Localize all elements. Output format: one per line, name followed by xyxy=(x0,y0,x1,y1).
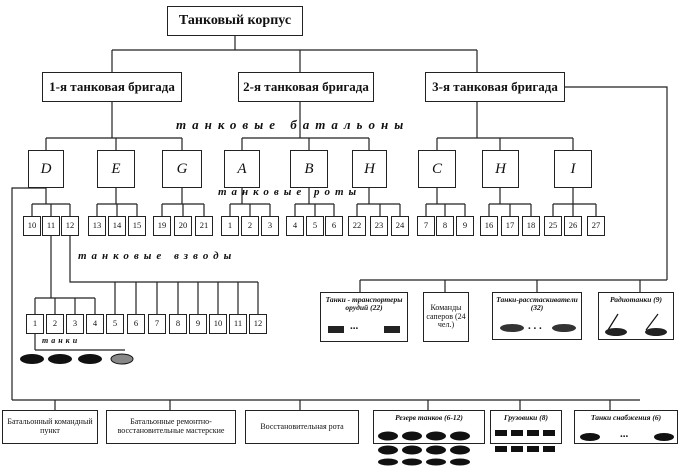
company-box: 13 xyxy=(88,216,106,236)
repair-company-box: Восстановительная рота xyxy=(245,410,359,444)
brigade-2-box: 2-я танковая бригада xyxy=(238,72,374,102)
supply-ellipsis: ... xyxy=(620,428,629,440)
company-box: 27 xyxy=(587,216,605,236)
company-box: 11 xyxy=(42,216,60,236)
company-box: 26 xyxy=(564,216,582,236)
platoon-box: 3 xyxy=(66,314,84,334)
platoon-box: 8 xyxy=(169,314,187,334)
tank-reserve-icon xyxy=(378,431,470,466)
transporter-tanks-box: Танки - транспортеры орудий (22) xyxy=(320,292,408,342)
companies-caption: танковые роты xyxy=(218,186,362,198)
battalion-A: A xyxy=(224,150,260,188)
brigade-1-label: 1-я танковая бригада xyxy=(49,78,175,94)
sappers-box: Команды саперов (24 чел.) xyxy=(423,292,469,342)
brigade-1-box: 1-я танковая бригада xyxy=(42,72,182,102)
battalion-D: D xyxy=(28,150,64,188)
workshops-box: Батальонные ремонтно-восстановительные м… xyxy=(106,410,236,444)
company-box: 9 xyxy=(456,216,474,236)
platoon-box: 12 xyxy=(249,314,267,334)
brigade-3-box: 3-я танковая бригада xyxy=(425,72,565,102)
company-box: 22 xyxy=(348,216,366,236)
battalion-C: C xyxy=(418,150,456,188)
company-box: 3 xyxy=(261,216,279,236)
platoon-box: 4 xyxy=(86,314,104,334)
supply-tanks-icon xyxy=(580,433,674,441)
company-box: 1 xyxy=(221,216,239,236)
corps-box: Танковый корпус xyxy=(167,6,303,36)
platoon-tanks-icon xyxy=(20,353,134,365)
battalion-E: E xyxy=(97,150,135,188)
company-box: 25 xyxy=(544,216,562,236)
corps-label: Танковый корпус xyxy=(178,13,292,29)
platoons-caption: танковые взводы xyxy=(78,250,237,262)
tanks-caption: танки xyxy=(42,336,81,345)
platoon-box: 7 xyxy=(148,314,166,334)
company-box: 18 xyxy=(522,216,540,236)
company-box: 4 xyxy=(286,216,304,236)
company-box: 16 xyxy=(480,216,498,236)
company-box: 14 xyxy=(108,216,126,236)
company-box: 23 xyxy=(370,216,388,236)
platoon-box: 1 xyxy=(26,314,44,334)
spreader-tanks-box: Танки-расстаскиватели (32) xyxy=(492,292,582,340)
battalion-I: I xyxy=(554,150,592,188)
trucks-icon xyxy=(495,430,555,452)
radio-tanks-icon xyxy=(605,313,667,336)
battalion-H-1: H xyxy=(352,150,387,188)
company-box: 24 xyxy=(391,216,409,236)
company-box: 8 xyxy=(436,216,454,236)
battalions-caption: танковые батальоны xyxy=(176,117,410,132)
company-box: 7 xyxy=(417,216,435,236)
platoon-box: 10 xyxy=(209,314,227,334)
transporter-tanks-icon xyxy=(328,326,400,333)
company-box: 6 xyxy=(325,216,343,236)
company-box: 20 xyxy=(174,216,192,236)
brigade-3-label: 3-я танковая бригада xyxy=(432,78,558,94)
spreader-tanks-icon xyxy=(500,324,576,332)
company-box: 21 xyxy=(195,216,213,236)
company-box: 15 xyxy=(128,216,146,236)
battalion-G: G xyxy=(162,150,202,188)
brigade-2-label: 2-я танковая бригада xyxy=(243,78,369,94)
company-box: 19 xyxy=(153,216,171,236)
platoon-box: 5 xyxy=(106,314,124,334)
platoon-box: 2 xyxy=(46,314,64,334)
company-box: 2 xyxy=(241,216,259,236)
trucks-box: Грузовики (8) xyxy=(490,410,562,444)
platoon-box: 6 xyxy=(127,314,145,334)
company-box: 10 xyxy=(23,216,41,236)
platoon-box: 9 xyxy=(189,314,207,334)
battalion-hq-box: Батальонный командный пункт xyxy=(2,410,98,444)
company-box: 12 xyxy=(61,216,79,236)
spreader-ellipsis: . . . xyxy=(528,320,542,332)
platoon-box: 11 xyxy=(229,314,247,334)
transporter-ellipsis: ... xyxy=(350,320,359,332)
battalion-H-2: H xyxy=(482,150,519,188)
company-box: 17 xyxy=(501,216,519,236)
battalion-B: B xyxy=(290,150,328,188)
company-box: 5 xyxy=(306,216,324,236)
